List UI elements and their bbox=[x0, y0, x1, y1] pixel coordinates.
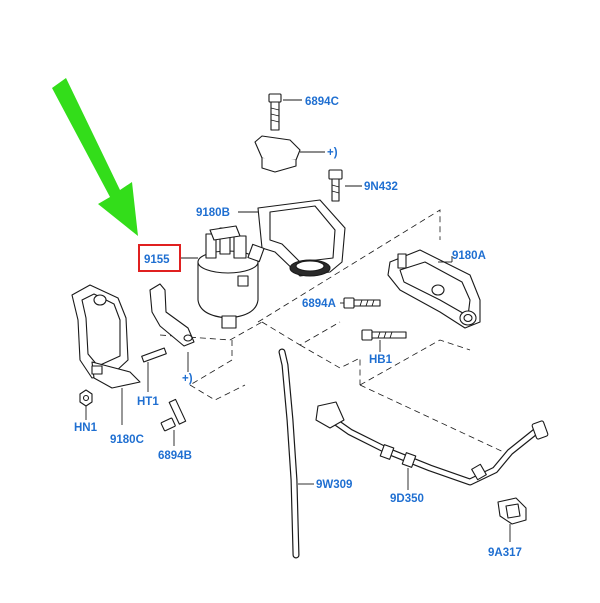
bolt-9N432[interactable] bbox=[328, 169, 362, 202]
label-9A317: 9A317 bbox=[488, 547, 522, 559]
bracket-9180A[interactable] bbox=[387, 249, 481, 329]
label-9D350: 9D350 bbox=[390, 493, 424, 505]
label-6894A: 6894A bbox=[302, 298, 336, 310]
label-9N432: 9N432 bbox=[364, 181, 398, 193]
bracket-9180B[interactable] bbox=[238, 199, 346, 277]
highlight-box-9155 bbox=[138, 244, 181, 272]
label-9W309: 9W309 bbox=[316, 479, 352, 491]
label-6894B: 6894B bbox=[158, 450, 192, 462]
hose-9D350[interactable] bbox=[315, 401, 549, 490]
filter-mount-bracket[interactable] bbox=[149, 283, 195, 372]
label-ref-left: +) bbox=[182, 373, 193, 385]
label-HT1: HT1 bbox=[137, 396, 159, 408]
label-ref-top: +) bbox=[327, 147, 338, 159]
stud-HT1[interactable] bbox=[141, 347, 167, 392]
green-pointer-arrow-icon bbox=[52, 78, 138, 236]
nut-HN1[interactable] bbox=[79, 389, 93, 420]
label-9155: 9155 bbox=[144, 254, 170, 266]
label-9180A: 9180A bbox=[452, 250, 486, 262]
fuel-filter-9155[interactable] bbox=[180, 225, 265, 329]
label-9180C: 9180C bbox=[110, 434, 144, 446]
label-6894C: 6894C bbox=[305, 96, 339, 108]
clip-9A317[interactable] bbox=[497, 497, 527, 542]
bracket-9180C[interactable] bbox=[71, 284, 141, 425]
bolt-6894A[interactable] bbox=[340, 297, 381, 309]
bolt-6894B[interactable] bbox=[160, 398, 187, 446]
label-HB1: HB1 bbox=[369, 354, 393, 366]
label-9180B: 9180B bbox=[196, 207, 230, 219]
tube-9W309[interactable] bbox=[278, 348, 314, 559]
upper-clamp-bracket[interactable] bbox=[254, 135, 325, 173]
bolt-HB1[interactable] bbox=[361, 329, 407, 352]
label-HN1: HN1 bbox=[74, 422, 98, 434]
bolt-6894C[interactable] bbox=[268, 93, 302, 131]
